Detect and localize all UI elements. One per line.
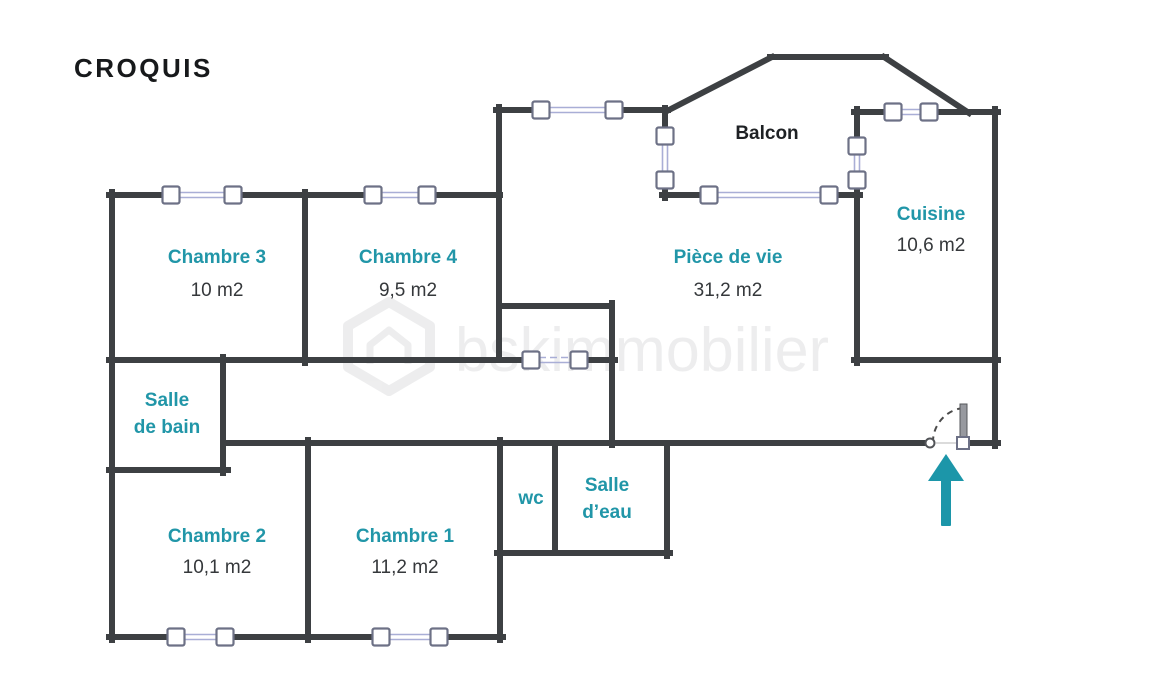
room-area: 11,2 m2 [371, 557, 439, 578]
room-label-chambre-4: Chambre 4 9,5 m2 [358, 247, 458, 301]
room-label-salle-de-bain: Salle de bain [133, 390, 201, 438]
watermark: bskimmobilier [343, 297, 829, 396]
room-area: 9,5 m2 [378, 280, 438, 301]
page-title: CROQUIS [74, 53, 213, 83]
room-label-cuisine: Cuisine 10,6 m2 [896, 204, 966, 256]
room-label-chambre-1: Chambre 1 11,2 m2 [355, 526, 455, 578]
room-label-chambre-3: Chambre 3 10 m2 [167, 247, 267, 301]
walls [106, 52, 1001, 643]
room-label-chambre-2: Chambre 2 10,1 m2 [167, 526, 267, 578]
room-area: 31,2 m2 [693, 280, 763, 301]
window-icon [531, 100, 624, 120]
window-icon [161, 185, 243, 205]
entrance-arrow-icon [928, 454, 964, 526]
room-area: 10 m2 [190, 280, 244, 301]
interior-window-icon [521, 350, 589, 370]
room-label-balcon: Balcon [735, 123, 799, 144]
window-icon [699, 185, 839, 205]
room-area: 10,6 m2 [896, 235, 966, 256]
room-area: 10,1 m2 [182, 557, 252, 578]
entrance-door-swing-icon [924, 403, 970, 450]
window-icon [847, 136, 867, 190]
room-label-wc: wc [518, 488, 544, 509]
watermark-text: bskimmobilier [455, 316, 829, 385]
window-icon [883, 102, 939, 122]
room-label-piece-de-vie: Pièce de vie 31,2 m2 [673, 247, 783, 301]
watermark-house-hexagon-logo-icon [343, 297, 435, 396]
window-icon [363, 185, 437, 205]
window-icon [371, 627, 449, 647]
window-icon [166, 627, 235, 647]
window-icon [655, 126, 675, 190]
room-label-salle-d-eau: Salle d’eau [582, 475, 632, 523]
